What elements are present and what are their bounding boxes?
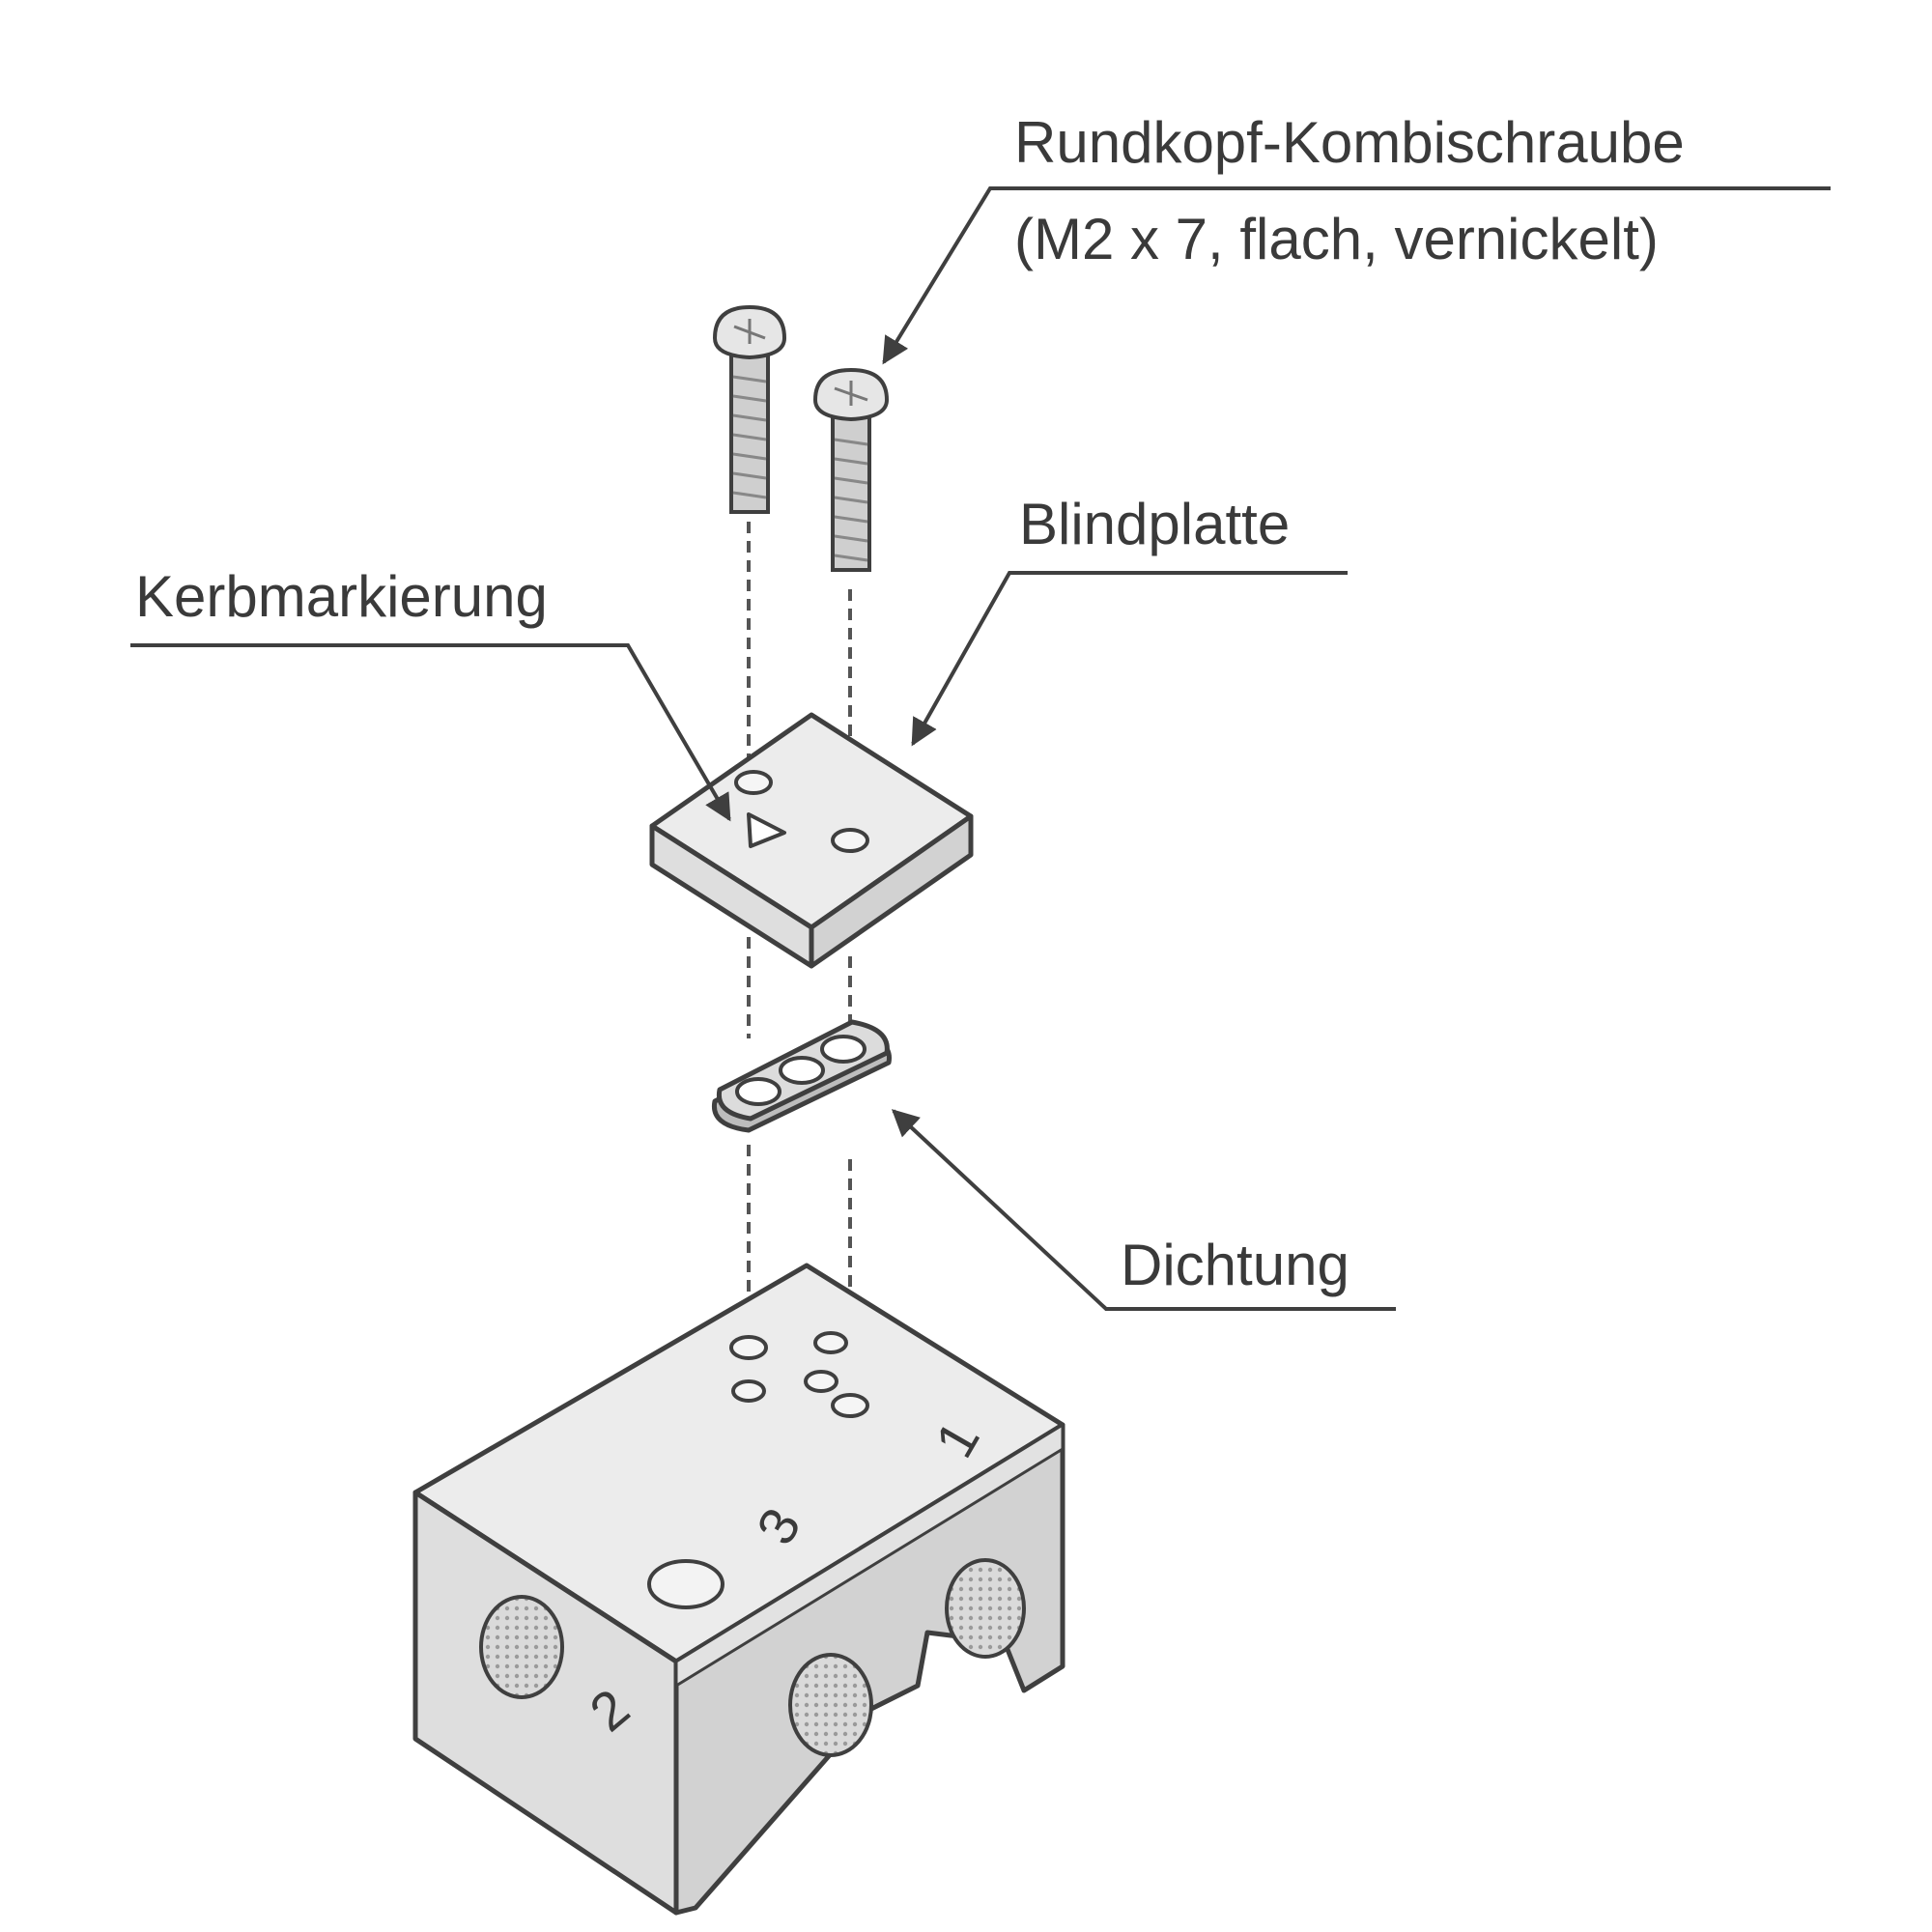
gasket-label: Dichtung (1121, 1233, 1350, 1297)
gasket (711, 1019, 892, 1133)
leader-lines (130, 186, 1831, 1311)
port-3-hole (647, 1559, 724, 1609)
base-block (412, 1263, 1065, 1916)
blank-plate-label: Blindplatte (1019, 492, 1290, 556)
notch-mark-label: Kerbmarkierung (135, 564, 548, 629)
port-1b-opening (945, 1558, 1026, 1659)
blank-plate (649, 712, 974, 969)
screw-label: Rundkopf-Kombischraube (1014, 110, 1685, 175)
port-2-opening (479, 1595, 564, 1699)
notch-mark-triangle (747, 812, 786, 848)
port-1a-opening (788, 1653, 873, 1757)
screw-left (712, 304, 787, 514)
screw-spec-label: (M2 x 7, flach, vernickelt) (1014, 207, 1659, 271)
screw-right (812, 367, 890, 572)
